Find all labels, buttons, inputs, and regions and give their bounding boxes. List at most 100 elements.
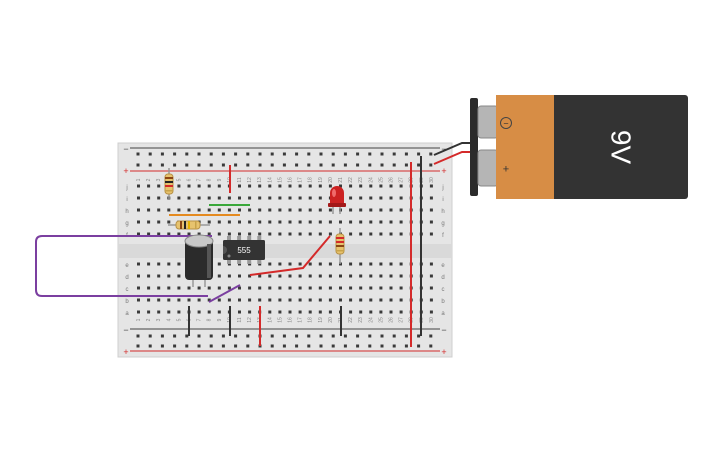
breadboard-hole[interactable] xyxy=(258,220,262,224)
breadboard-hole[interactable] xyxy=(268,274,272,278)
breadboard-hole[interactable] xyxy=(278,286,282,290)
rail-hole[interactable] xyxy=(221,344,225,348)
breadboard-hole[interactable] xyxy=(349,196,353,200)
ic-555-chip[interactable]: 555 xyxy=(223,236,265,264)
rail-hole[interactable] xyxy=(307,152,311,156)
rail-hole[interactable] xyxy=(234,334,238,338)
breadboard-hole[interactable] xyxy=(359,298,363,302)
breadboard-hole[interactable] xyxy=(379,184,383,188)
breadboard-hole[interactable] xyxy=(207,220,211,224)
rail-hole[interactable] xyxy=(197,334,201,338)
breadboard-hole[interactable] xyxy=(308,310,312,314)
breadboard-hole[interactable] xyxy=(328,184,332,188)
breadboard-hole[interactable] xyxy=(369,220,373,224)
rail-hole[interactable] xyxy=(136,163,140,167)
rail-hole[interactable] xyxy=(258,152,262,156)
breadboard-hole[interactable] xyxy=(167,310,171,314)
breadboard-hole[interactable] xyxy=(187,184,191,188)
rail-hole[interactable] xyxy=(429,163,433,167)
breadboard-hole[interactable] xyxy=(248,232,252,236)
breadboard-hole[interactable] xyxy=(187,298,191,302)
breadboard-hole[interactable] xyxy=(429,208,433,212)
breadboard-hole[interactable] xyxy=(318,298,322,302)
breadboard-hole[interactable] xyxy=(147,286,151,290)
breadboard-hole[interactable] xyxy=(349,310,353,314)
breadboard-hole[interactable] xyxy=(268,184,272,188)
breadboard-hole[interactable] xyxy=(339,274,342,278)
breadboard-hole[interactable] xyxy=(187,208,191,212)
breadboard-hole[interactable] xyxy=(399,196,403,200)
breadboard-hole[interactable] xyxy=(268,298,272,302)
breadboard-hole[interactable] xyxy=(399,184,403,188)
rail-hole[interactable] xyxy=(380,334,384,338)
breadboard-hole[interactable] xyxy=(157,274,161,278)
breadboard-hole[interactable] xyxy=(278,184,282,188)
breadboard-hole[interactable] xyxy=(167,232,171,236)
breadboard-hole[interactable] xyxy=(167,274,171,278)
rail-hole[interactable] xyxy=(331,334,335,338)
breadboard-hole[interactable] xyxy=(197,232,201,236)
breadboard-hole[interactable] xyxy=(248,274,252,278)
breadboard-hole[interactable] xyxy=(187,232,191,236)
breadboard-hole[interactable] xyxy=(278,220,282,224)
breadboard-hole[interactable] xyxy=(137,298,140,302)
breadboard-hole[interactable] xyxy=(288,220,292,224)
rail-hole[interactable] xyxy=(209,334,213,338)
breadboard-hole[interactable] xyxy=(339,286,342,290)
breadboard-hole[interactable] xyxy=(298,274,302,278)
rail-hole[interactable] xyxy=(270,163,274,167)
breadboard-hole[interactable] xyxy=(298,262,302,266)
rail-hole[interactable] xyxy=(295,344,299,348)
breadboard-hole[interactable] xyxy=(359,274,363,278)
rail-hole[interactable] xyxy=(429,344,433,348)
breadboard-hole[interactable] xyxy=(217,232,221,236)
breadboard-hole[interactable] xyxy=(389,184,393,188)
breadboard-hole[interactable] xyxy=(298,286,302,290)
breadboard-hole[interactable] xyxy=(278,232,282,236)
breadboard-hole[interactable] xyxy=(379,262,383,266)
rail-hole[interactable] xyxy=(295,152,299,156)
breadboard-hole[interactable] xyxy=(278,262,282,266)
breadboard-hole[interactable] xyxy=(278,196,282,200)
rail-hole[interactable] xyxy=(417,344,421,348)
breadboard-hole[interactable] xyxy=(389,274,393,278)
breadboard-hole[interactable] xyxy=(207,196,211,200)
rail-hole[interactable] xyxy=(295,163,299,167)
breadboard-hole[interactable] xyxy=(248,196,252,200)
breadboard-hole[interactable] xyxy=(288,274,292,278)
breadboard-hole[interactable] xyxy=(359,196,363,200)
breadboard-hole[interactable] xyxy=(147,274,151,278)
rail-hole[interactable] xyxy=(343,344,347,348)
breadboard-hole[interactable] xyxy=(298,184,302,188)
breadboard-hole[interactable] xyxy=(369,196,373,200)
rail-hole[interactable] xyxy=(246,334,250,338)
breadboard-hole[interactable] xyxy=(248,208,252,212)
breadboard-hole[interactable] xyxy=(238,184,241,188)
breadboard-hole[interactable] xyxy=(429,274,433,278)
breadboard-hole[interactable] xyxy=(177,298,181,302)
rail-hole[interactable] xyxy=(417,163,421,167)
breadboard-hole[interactable] xyxy=(278,208,282,212)
breadboard-hole[interactable] xyxy=(328,310,332,314)
rail-hole[interactable] xyxy=(429,152,433,156)
rail-hole[interactable] xyxy=(185,152,189,156)
rail-hole[interactable] xyxy=(392,163,396,167)
rail-hole[interactable] xyxy=(295,334,299,338)
breadboard-hole[interactable] xyxy=(157,232,161,236)
breadboard-hole[interactable] xyxy=(359,262,363,266)
breadboard-hole[interactable] xyxy=(268,262,272,266)
red-led[interactable] xyxy=(328,186,346,214)
breadboard-hole[interactable] xyxy=(328,232,332,236)
rail-hole[interactable] xyxy=(429,334,433,338)
breadboard-hole[interactable] xyxy=(207,286,211,290)
breadboard-hole[interactable] xyxy=(258,274,262,278)
breadboard[interactable]: − + − + − + − + j i h g f e d c b a j i … xyxy=(117,142,453,358)
rail-hole[interactable] xyxy=(185,344,189,348)
breadboard-hole[interactable] xyxy=(298,196,302,200)
breadboard-hole[interactable] xyxy=(288,196,292,200)
rail-hole[interactable] xyxy=(148,334,152,338)
rail-hole[interactable] xyxy=(160,334,164,338)
breadboard-hole[interactable] xyxy=(298,310,302,314)
breadboard-hole[interactable] xyxy=(288,232,292,236)
breadboard-hole[interactable] xyxy=(429,286,433,290)
